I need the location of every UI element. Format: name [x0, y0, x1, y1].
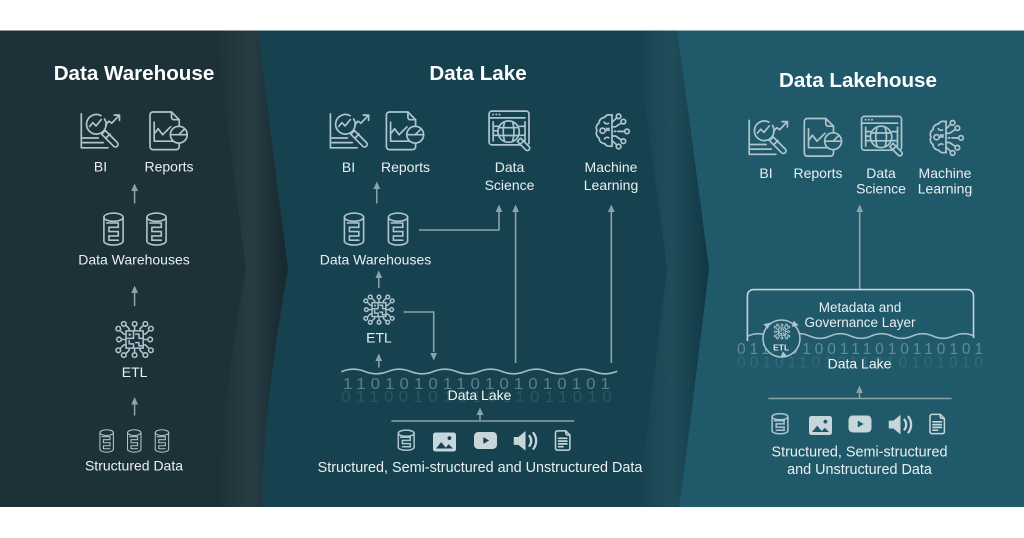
svg-text:Data Warehouses: Data Warehouses: [320, 252, 432, 268]
svg-text:Science: Science: [856, 181, 906, 197]
svg-text:BI: BI: [94, 159, 107, 175]
svg-text:Data Lake: Data Lake: [448, 387, 512, 403]
svg-text:Structured, Semi-structured: Structured, Semi-structured: [772, 445, 948, 461]
svg-text:0110010101011011010: 0110010101011011010: [341, 389, 617, 406]
svg-text:Science: Science: [485, 177, 535, 193]
svg-text:Structured, Semi-structured an: Structured, Semi-structured and Unstruct…: [318, 460, 643, 476]
svg-text:and Unstructured Data: and Unstructured Data: [787, 462, 932, 478]
svg-text:BI: BI: [759, 165, 772, 181]
svg-text:Data: Data: [866, 165, 896, 181]
svg-text:ETL: ETL: [366, 330, 392, 346]
svg-text:Governance Layer: Governance Layer: [804, 315, 916, 330]
svg-text:ETL: ETL: [122, 364, 148, 380]
svg-text:Structured Data: Structured Data: [85, 458, 183, 474]
svg-text:BI: BI: [342, 159, 355, 175]
svg-text:Data Lakehouse: Data Lakehouse: [779, 69, 937, 92]
svg-text:Machine: Machine: [919, 165, 972, 181]
svg-text:1101010110101010101: 1101010110101010101: [343, 376, 615, 393]
svg-text:00101101011010101010: 00101101011010101010: [737, 355, 987, 372]
svg-text:Learning: Learning: [918, 181, 973, 197]
svg-text:Reports: Reports: [793, 165, 842, 181]
svg-text:Data Lake: Data Lake: [828, 356, 892, 372]
svg-text:ETL: ETL: [773, 343, 789, 353]
svg-text:Learning: Learning: [584, 177, 639, 193]
svg-text:Machine: Machine: [585, 159, 638, 175]
svg-text:Reports: Reports: [144, 159, 193, 175]
svg-text:Metadata and: Metadata and: [819, 300, 902, 315]
svg-text:Data Warehouses: Data Warehouses: [78, 252, 190, 268]
svg-text:Reports: Reports: [381, 159, 430, 175]
svg-text:Data Warehouse: Data Warehouse: [54, 62, 215, 85]
svg-text:Data Lake: Data Lake: [429, 62, 526, 85]
svg-text:Data: Data: [495, 159, 525, 175]
